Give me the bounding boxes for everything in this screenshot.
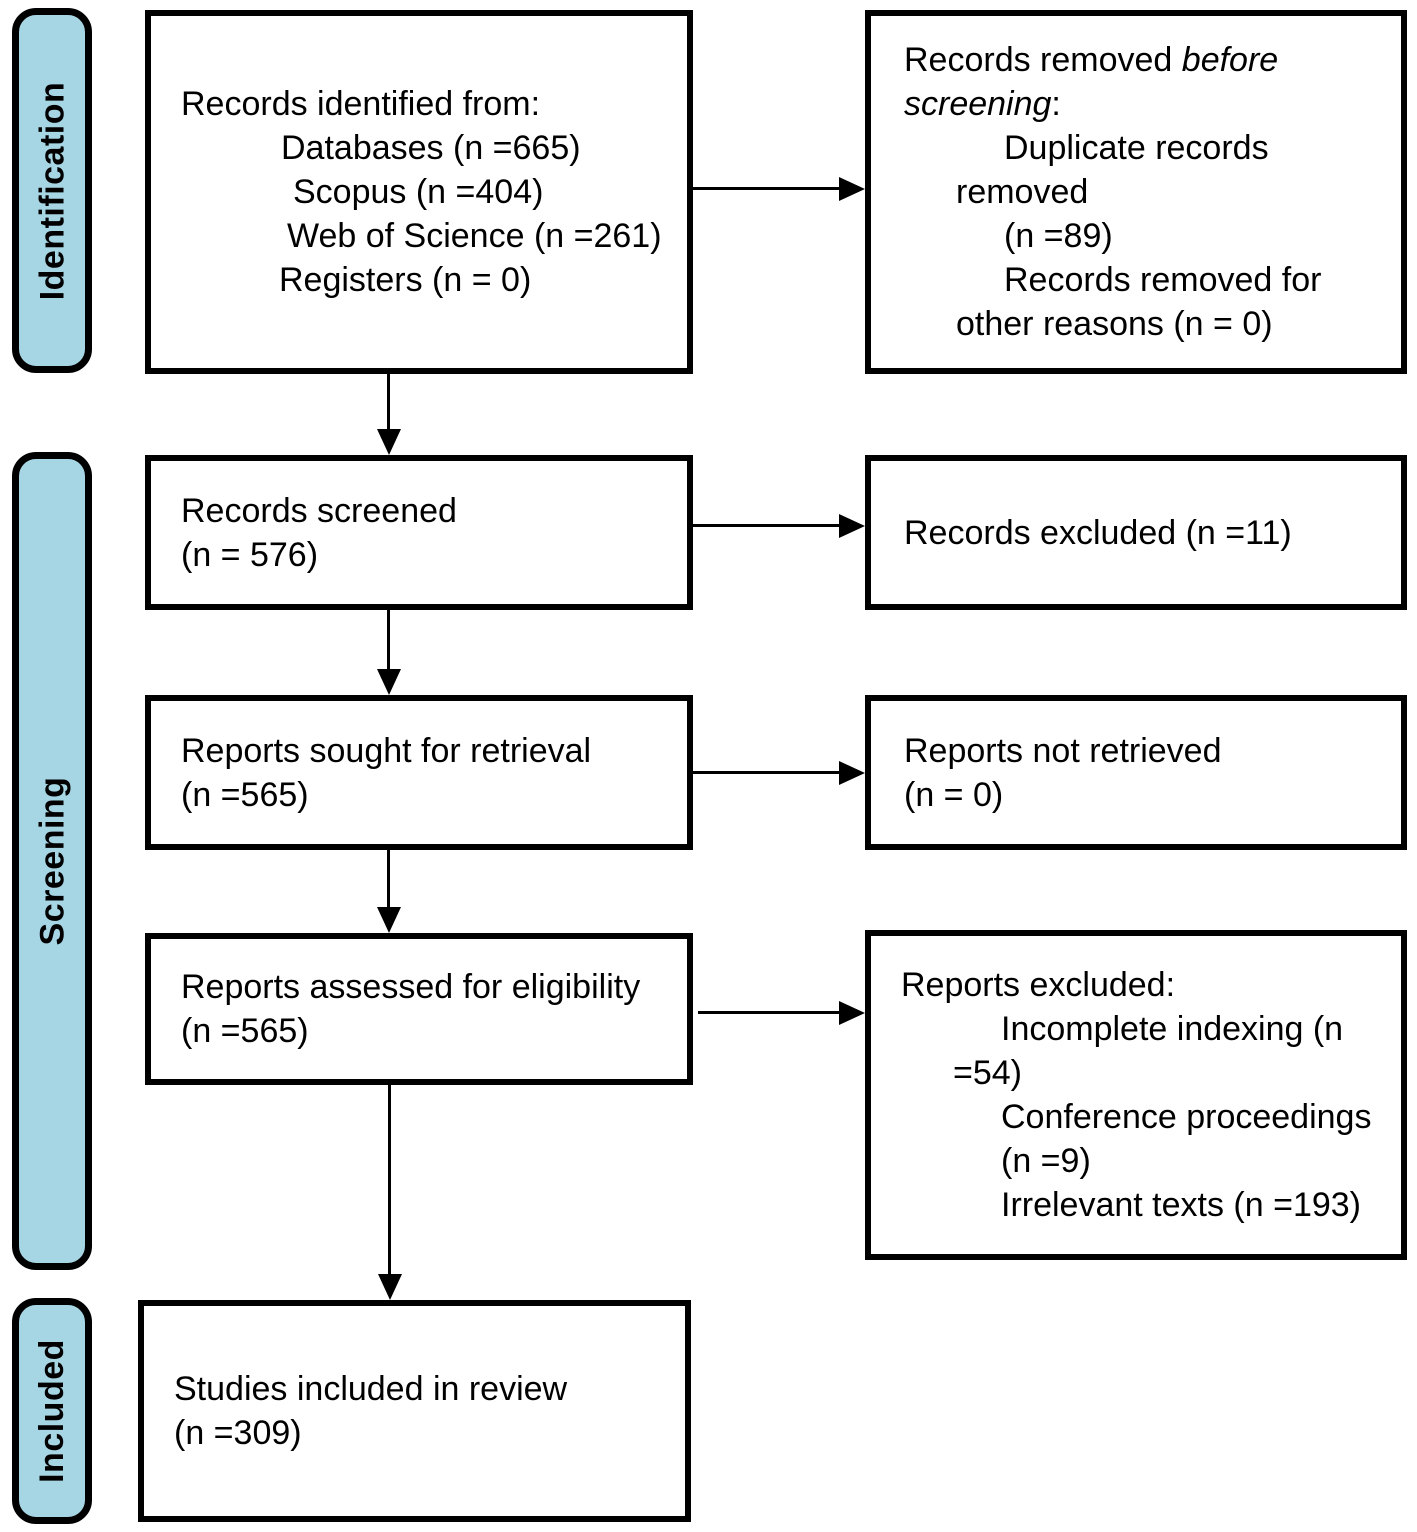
arrow-identified-to-removed-line: [693, 187, 841, 190]
arrow-screened-to-excluded-line: [693, 524, 841, 527]
arrow-screened-to-excluded-head: [839, 514, 865, 538]
records-excluded-line1: Records excluded (n =11): [904, 513, 1292, 552]
stage-pill-screening: Screening: [12, 452, 92, 1270]
arrow-sought-to-not-retrieved-line: [693, 771, 841, 774]
studies-included-line1: Studies included in review: [174, 1370, 568, 1408]
reports-sought-line1: Reports sought for retrieval: [181, 731, 592, 770]
stage-pill-identification: Identification: [12, 8, 92, 373]
arrow-sought-to-assessed-head: [377, 907, 401, 933]
arrow-sought-to-not-retrieved-head: [839, 761, 865, 785]
arrow-sought-to-assessed-line: [387, 850, 390, 910]
records-removed-duplicates-l3: (n =89): [1004, 217, 1113, 255]
arrow-assessed-to-excluded-head: [839, 1001, 865, 1025]
box-records-identified-content: Records identified from: Databases (n =6…: [151, 82, 687, 302]
reports-excluded-title: Reports excluded:: [901, 966, 1176, 1004]
reports-not-retrieved-line1: Reports not retrieved: [904, 731, 1222, 770]
stage-label-screening: Screening: [33, 776, 72, 946]
records-removed-title-italic: before: [1181, 41, 1279, 79]
box-studies-included-content: Studies included in review (n =309): [144, 1367, 685, 1455]
box-records-excluded: Records excluded (n =11): [865, 455, 1407, 610]
box-records-excluded-content: Records excluded (n =11): [871, 511, 1401, 555]
records-removed-title-colon: :: [1051, 85, 1061, 123]
arrow-assessed-to-included-line: [388, 1085, 391, 1277]
records-removed-other-l1: Records removed for: [1004, 261, 1322, 299]
reports-sought-line2: (n =565): [181, 775, 309, 814]
box-reports-assessed-content: Reports assessed for eligibility (n =565…: [151, 965, 687, 1053]
box-reports-excluded-content: Reports excluded: Incomplete indexing (n…: [871, 963, 1401, 1227]
reports-assessed-line2: (n =565): [181, 1012, 309, 1050]
reports-excluded-irrelevant: Irrelevant texts (n =193): [1001, 1186, 1362, 1224]
reports-excluded-conference-l2: (n =9): [1001, 1142, 1091, 1180]
records-screened-line2: (n = 576): [181, 535, 319, 574]
arrow-identified-to-removed-head: [839, 177, 865, 201]
records-removed-title-normal: Records removed: [904, 41, 1182, 79]
box-reports-not-retrieved-content: Reports not retrieved (n = 0): [871, 729, 1401, 817]
records-identified-web-of-science: Web of Science (n =261): [287, 217, 662, 255]
records-removed-title-italic2: screening: [904, 85, 1052, 123]
stage-pill-included: Included: [12, 1298, 92, 1524]
box-records-screened-content: Records screened (n = 576): [151, 489, 687, 577]
reports-not-retrieved-line2: (n = 0): [904, 775, 1004, 814]
stage-label-identification: Identification: [33, 81, 71, 300]
reports-excluded-incomplete-l1: Incomplete indexing (n: [1001, 1010, 1344, 1048]
records-removed-other-l2: other reasons (n = 0): [956, 305, 1273, 343]
arrow-assessed-to-included-head: [378, 1274, 402, 1300]
box-records-removed: Records removed before screening: Duplic…: [865, 10, 1407, 374]
box-reports-excluded: Reports excluded: Incomplete indexing (n…: [865, 930, 1407, 1260]
reports-assessed-line1: Reports assessed for eligibility: [181, 968, 641, 1006]
box-reports-sought: Reports sought for retrieval (n =565): [145, 695, 693, 850]
records-removed-title-line2: screening:: [904, 82, 1391, 126]
arrow-screened-to-sought-line: [387, 610, 390, 672]
studies-included-line2: (n =309): [174, 1414, 302, 1452]
arrow-identified-to-screened-line: [387, 374, 390, 432]
box-reports-sought-content: Reports sought for retrieval (n =565): [151, 729, 687, 817]
reports-excluded-incomplete-l2: =54): [953, 1054, 1022, 1092]
records-identified-scopus: Scopus (n =404): [293, 173, 544, 211]
arrow-assessed-to-excluded-line: [698, 1011, 841, 1014]
stage-label-included: Included: [33, 1339, 72, 1483]
arrow-identified-to-screened-head: [377, 429, 401, 455]
box-studies-included: Studies included in review (n =309): [138, 1300, 691, 1522]
records-identified-title: Records identified from:: [181, 85, 541, 123]
reports-excluded-conference-l1: Conference proceedings: [1001, 1098, 1372, 1136]
box-reports-assessed: Reports assessed for eligibility (n =565…: [145, 933, 693, 1085]
arrow-screened-to-sought-head: [377, 669, 401, 695]
records-removed-duplicates-l2: removed: [956, 173, 1089, 211]
box-records-identified: Records identified from: Databases (n =6…: [145, 10, 693, 374]
records-screened-line1: Records screened: [181, 491, 457, 530]
records-removed-title-line1: Records removed before: [904, 38, 1391, 82]
records-identified-databases: Databases (n =665): [281, 129, 581, 167]
box-reports-not-retrieved: Reports not retrieved (n = 0): [865, 695, 1407, 850]
box-records-screened: Records screened (n = 576): [145, 455, 693, 610]
box-records-removed-content: Records removed before screening: Duplic…: [871, 38, 1401, 346]
records-removed-duplicates-l1: Duplicate records: [1004, 129, 1269, 167]
records-identified-registers: Registers (n = 0): [279, 261, 532, 299]
